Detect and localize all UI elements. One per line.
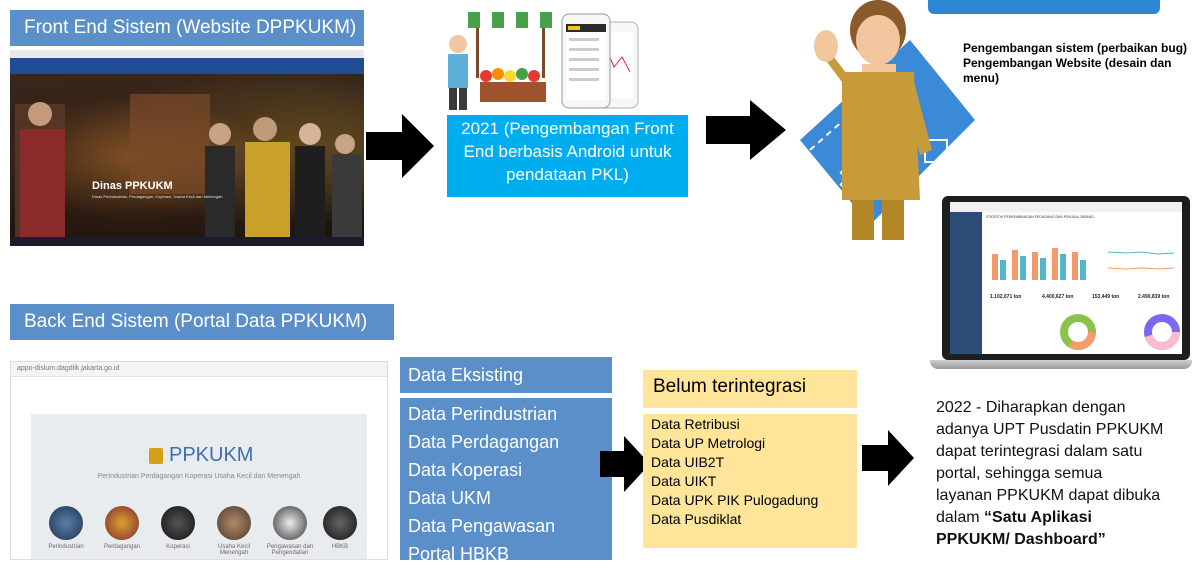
arrow-right-4: [862, 430, 914, 486]
existing-item: Data Perdagangan: [408, 432, 560, 452]
category-koperasi-icon[interactable]: [161, 506, 195, 540]
category-ukm-icon[interactable]: [217, 506, 251, 540]
goal-bold-2: PPKUKM/ Dashboard”: [936, 531, 1106, 548]
android-note-text: 2021 (Pengembangan Front End berbasis An…: [461, 119, 674, 184]
goal-text: 2022 - Diharapkan dengan adanya UPT Pusd…: [936, 397, 1198, 551]
goal-line: 2022 - Diharapkan dengan: [936, 399, 1126, 416]
dashboard-stat-2: 4.400,627 ton: [1042, 294, 1074, 300]
android-note: 2021 (Pengembangan Front End berbasis An…: [447, 115, 688, 197]
website-screenshot-subtitle: Dinas Perindustrian, Perdagangan, Kopera…: [92, 194, 223, 199]
dashboard-line-chart: [1107, 251, 1175, 270]
existing-item: Portal HBKB: [408, 544, 510, 564]
dashboard-stat-1: 1.102,071 ton: [990, 294, 1022, 300]
goal-line: dapat terintegrasi dalam satu: [936, 443, 1143, 460]
website-nav-bar: [10, 58, 364, 74]
dashboard-stat-3: 153,449 ton: [1092, 294, 1120, 300]
portal-subtitle: Perindustrian Perdagangan Koperasi Usaha…: [97, 473, 301, 480]
not-integrated-item: Data UP Metrologi: [651, 435, 766, 451]
not-integrated-header: Belum terintegrasi: [643, 370, 857, 408]
portal-url: appo-dislum.dagdilk.jakarta.go.id: [17, 365, 120, 372]
category-label: HBKB: [331, 544, 349, 550]
portal-title: PPKUKM: [169, 444, 254, 466]
phone-mockup: [561, 13, 639, 109]
taskbar: [10, 237, 364, 246]
portal-card: PPKUKM Perindustrian Perdagangan Koperas…: [31, 414, 367, 559]
category-hbkb-icon[interactable]: [323, 506, 357, 540]
browser-bar: [10, 50, 364, 58]
portal-url-bar: appo-dislum.dagdilk.jakarta.go.id: [11, 362, 387, 377]
category-pengawasan-icon[interactable]: [273, 506, 307, 540]
existing-header: Data Eksisting: [400, 357, 612, 393]
goal-line-bold-2: PPKUKM/ Dashboard”: [936, 529, 1198, 551]
existing-list: Data Perindustrian Data Perdagangan Data…: [400, 398, 612, 564]
portal-screenshot: appo-dislum.dagdilk.jakarta.go.id PPKUKM…: [10, 361, 388, 560]
speech-bubble: [928, 0, 1160, 14]
category-label: Usaha Kecil Menengah: [217, 544, 250, 556]
back-end-banner: Back End Sistem (Portal Data PPKUKM): [10, 304, 394, 340]
not-integrated-item: Data UIB2T: [651, 454, 725, 470]
front-end-banner-text: Front End Sistem (Website DPPKUKM): [24, 17, 357, 38]
category-label: Pengawasan dan Pengendalian: [266, 544, 314, 556]
category-label: Koperasi: [166, 544, 190, 550]
not-integrated-item: Data UIKT: [651, 473, 717, 489]
not-integrated-header-text: Belum terintegrasi: [653, 376, 807, 397]
goal-line: adanya UPT Pusdatin PPKUKM: [936, 421, 1164, 438]
not-integrated-item: Data Pusdiklat: [651, 511, 742, 527]
officer-illustration: ×: [800, 0, 975, 240]
goal-line: layanan PPKUKM dapat dibuka: [936, 487, 1161, 504]
back-end-banner-text: Back End Sistem (Portal Data PPKUKM): [24, 311, 368, 332]
category-label: Perindustrian: [48, 544, 84, 550]
dashboard-stat-4: 2.490,839 ton: [1138, 294, 1170, 300]
existing-header-text: Data Eksisting: [408, 364, 524, 385]
portal-logo-icon: [149, 448, 163, 464]
dashboard-donut-2: [1144, 314, 1180, 350]
dashboard-sidebar: [950, 212, 982, 354]
category-perindustrian-icon[interactable]: [49, 506, 83, 540]
category-label: Perdagangan: [103, 544, 141, 550]
arrow-right-3: [600, 436, 650, 492]
callout-line-2: Pengembangan Website (desain dan menu): [963, 56, 1172, 85]
website-screenshot-title: Dinas PPKUKM: [92, 180, 173, 192]
goal-bold-1: “Satu Aplikasi: [984, 509, 1092, 526]
existing-item: Data Perindustrian: [408, 404, 558, 424]
arrow-right-1: [366, 114, 434, 178]
existing-item: Data Pengawasan: [408, 516, 556, 536]
not-integrated-item: Data UPK PIK Pulogadung: [651, 492, 819, 508]
category-perdagangan-icon[interactable]: [105, 506, 139, 540]
dashboard-screen: STATISTIK PERKEMBANGAN PEDAGANG DAN PENJ…: [950, 202, 1182, 354]
existing-item: Data UKM: [408, 488, 492, 508]
dashboard-title: STATISTIK PERKEMBANGAN PEDAGANG DAN PENJ…: [986, 215, 1094, 219]
dashboard-bar-chart: [992, 248, 1086, 280]
dashboard-donut-1: [1060, 314, 1096, 350]
dashboard-header: [950, 202, 1182, 212]
goal-line-bold-1: dalam “Satu Aplikasi: [936, 507, 1198, 529]
front-end-banner: Front End Sistem (Website DPPKUKM): [10, 10, 364, 46]
arrow-right-2: [706, 100, 786, 160]
callout-text: Pengembangan sistem (perbaikan bug) Peng…: [963, 41, 1195, 86]
laptop-dashboard: STATISTIK PERKEMBANGAN PEDAGANG DAN PENJ…: [930, 196, 1192, 376]
goal-line: portal, sehingga semua: [936, 465, 1103, 482]
existing-item: Data Koperasi: [408, 460, 523, 480]
website-screenshot: Dinas PPKUKM Dinas Perindustrian, Perdag…: [10, 50, 364, 246]
not-integrated-list: Data Retribusi Data UP Metrologi Data UI…: [643, 414, 857, 548]
not-integrated-item: Data Retribusi: [651, 416, 740, 432]
people-photo: [15, 94, 362, 237]
goal-prefix: dalam: [936, 509, 985, 526]
laptop-base: [930, 360, 1192, 369]
callout-line-1: Pengembangan sistem (perbaikan bug): [963, 41, 1188, 55]
pkl-vendor-illustration: [448, 12, 552, 110]
